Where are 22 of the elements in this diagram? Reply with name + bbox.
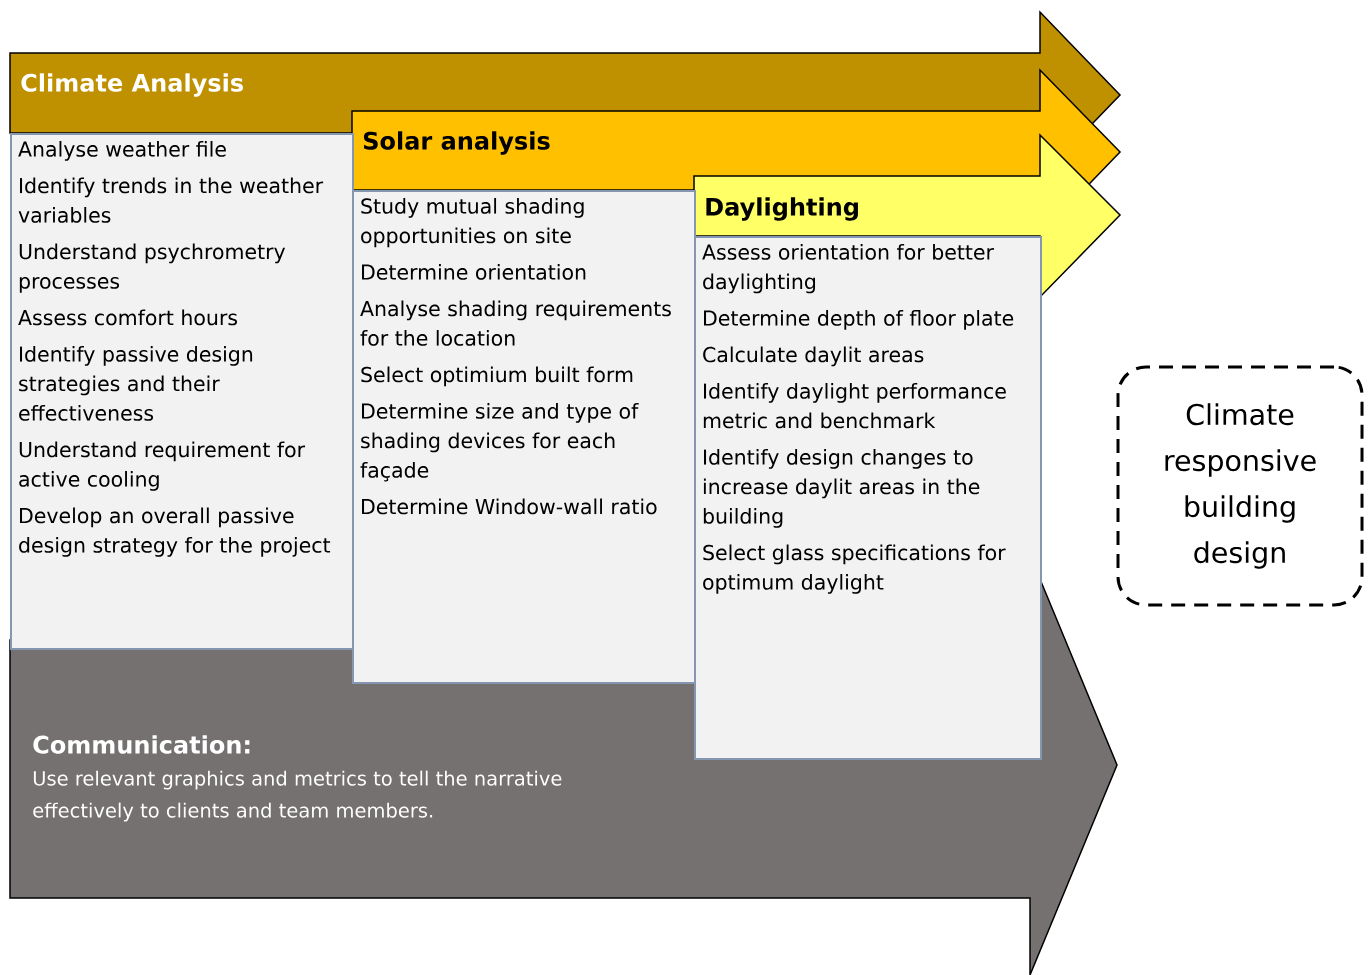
task-list-box [352,190,696,684]
task-list-box [694,236,1042,760]
task-item: Assess comfort hours [18,309,237,326]
task-item: Assess orientation for better daylighting [702,244,994,294]
task-item: Identify trends in the weather variables [18,177,324,223]
task-item: Determine size and type of shading devices for each façade [360,403,639,482]
task-item: Identify daylight performance metric and benchmark [703,383,1006,429]
task-item: Determine Window-wall ratio [362,498,657,515]
task-item: Calculate daylit areas [703,346,924,367]
task-item: Develop an overall passive design strategy for the project [19,507,331,557]
task-item: Identify passive design strategies and their effectiveness [19,346,253,421]
task-item: Analyse shading requirements for the location [360,300,671,346]
task-list-box [10,133,354,650]
task-item: Understand psychrometry processes [19,243,286,293]
task-item: Analyse weather file [18,141,226,161]
task-item: Select glass specifications for optimum daylight [703,544,1006,594]
task-item: Identify design changes to increase daylit areas in the building [703,449,980,528]
task-item: Determine depth of floor plate [704,310,1014,330]
outcome-box: Climate responsive building design [1116,365,1364,607]
task-item: Understand requirement for active cooling [19,441,306,491]
task-item: Select optimium built form [361,366,633,387]
task-item: Determine orientation [362,264,586,280]
